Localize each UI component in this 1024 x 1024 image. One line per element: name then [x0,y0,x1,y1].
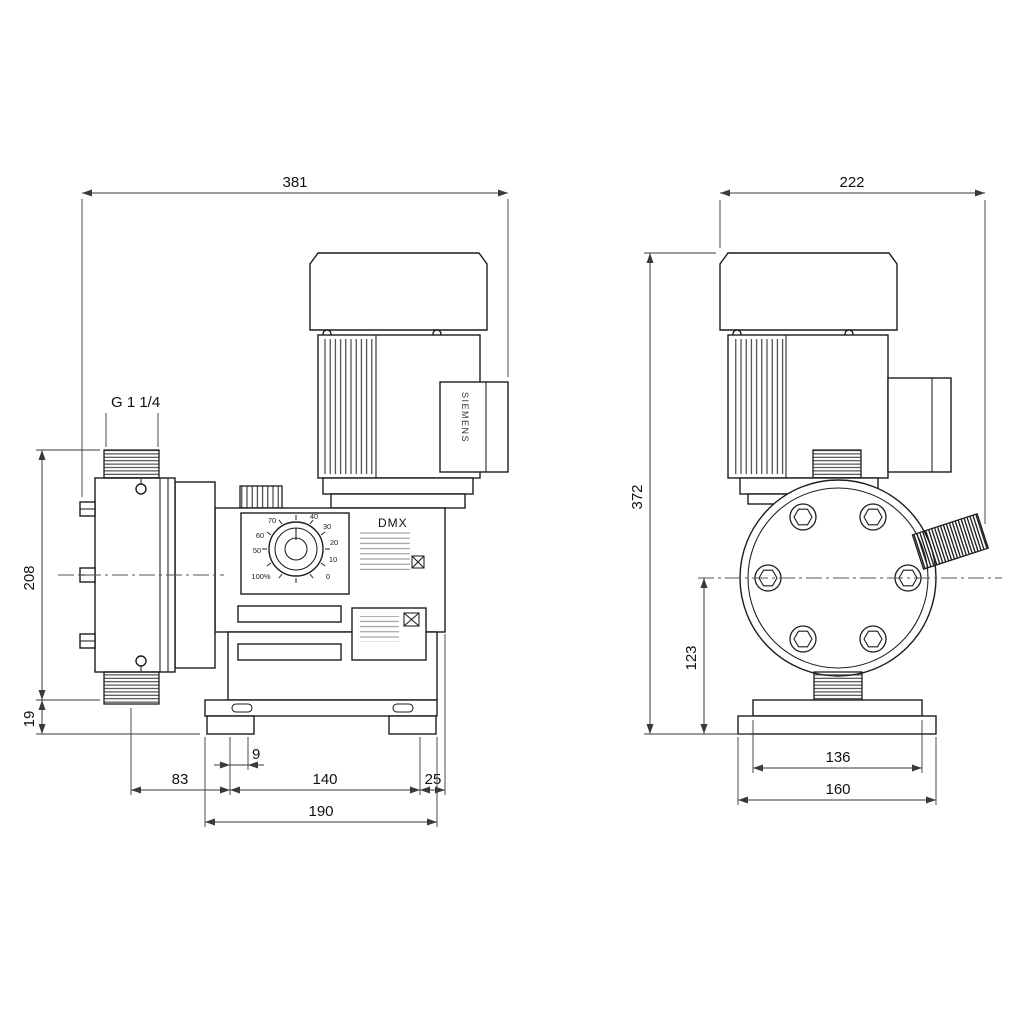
side-dimensions: 381 G 1 1/4 208 19 9 83 140 25 190 [21,174,509,827]
motor-flange-lower [330,493,466,509]
motor-hood [719,252,898,331]
foot-pad [388,715,437,735]
head-bolt [859,503,887,531]
motor-flange [322,477,474,495]
motor-brand-label: SIEMENS [460,392,470,443]
dim-connection-thread: G 1 1/4 [111,394,160,411]
base-plate [737,715,937,735]
product-model-label: DMX [378,516,408,530]
knob-scale-10: 10 [329,555,337,564]
priming-knob [239,485,283,509]
head-bolt [789,503,817,531]
head-top-connection [812,449,862,479]
knob-scale-30: 30 [323,522,331,531]
suction-connection [813,671,863,705]
knob-ticks [262,515,330,583]
dim-foot-hole-spacing: 140 [312,771,337,788]
head-bolt [859,625,887,653]
side-view: SIEMENS [58,252,509,735]
drain-screw-icon [135,655,147,671]
head-bolt [79,633,96,649]
knob-scale-70: 70 [268,516,276,525]
dim-head-connection-span: 208 [21,565,38,590]
motor-hood [309,252,488,331]
dim-base-height: 19 [21,711,38,728]
base-plate [204,699,438,717]
nameplate-strip [237,643,342,661]
foot-pad [206,715,255,735]
knob-scale-60: 60 [256,531,264,540]
head-bolt [789,625,817,653]
dim-front-foot-spacing: 136 [825,749,850,766]
knob-scale-0: 0 [326,572,330,581]
dim-shaft-center-height: 123 [683,645,700,670]
suction-connection [103,671,160,705]
mounting-slot [392,703,414,713]
front-view [698,252,1002,735]
certification-mark-icon [411,555,425,569]
dim-base-to-housing-edge: 25 [425,771,442,788]
dim-side-overall-length: 381 [282,174,307,191]
dim-connection-to-base: 83 [172,771,189,788]
terminal-box [439,381,509,473]
motor-fins [732,339,786,474]
front-dimensions: 222 372 123 136 160 [629,174,986,805]
motor-fins [322,339,376,474]
vent-screw-icon [135,479,147,495]
dim-base-length: 190 [308,803,333,820]
side-threaded-connection [911,513,990,570]
dim-slot-offset: 9 [252,746,260,763]
dim-total-height: 372 [629,484,646,509]
terminal-box [887,377,952,473]
base-top [752,699,923,717]
dim-front-base-width: 160 [825,781,850,798]
knob-scale-20: 20 [330,538,338,547]
knob-scale-100: 100% [251,572,271,581]
nameplate-strip [237,605,342,623]
knob-scale-50: 50 [253,546,261,555]
head-bolt [79,501,96,517]
nameplate-text [357,616,399,642]
knob-scale-40: 40 [310,512,318,521]
mounting-slot [231,703,253,713]
discharge-connection [103,449,160,479]
dim-front-overall-width: 222 [839,174,864,191]
info-text-block [352,532,410,570]
control-knob: 70 60 50 100% 0 10 20 30 40 [251,512,338,583]
nameplate-mark-icon [403,612,420,627]
